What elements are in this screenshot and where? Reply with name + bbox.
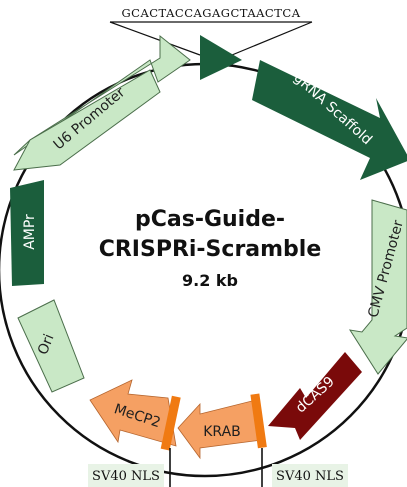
nls-left-badge bbox=[88, 464, 164, 487]
plasmid-title-line1: pCas-Guide- bbox=[135, 207, 285, 232]
krab-feature: KRAB bbox=[177, 399, 263, 460]
mecp2-feature: MeCP2 bbox=[89, 379, 177, 447]
ampr-label: AMPr bbox=[22, 214, 38, 250]
grna-scaffold-feature: gRNA Scaffold bbox=[252, 60, 407, 180]
guide-sequence: GCACTACCAGAGCTAACTCA bbox=[121, 6, 300, 20]
krab-label: KRAB bbox=[203, 424, 241, 440]
sequence-pointer-left bbox=[109, 21, 201, 56]
dcas9-feature: dCAS9 bbox=[268, 352, 362, 440]
nls-right-label: SV40 NLS bbox=[276, 469, 344, 484]
plasmid-size: 9.2 kb bbox=[182, 271, 238, 290]
u6-promoter-feature: U6 Promoter bbox=[13, 34, 191, 171]
ampr-feature: AMPr bbox=[10, 180, 44, 286]
nls-marker-left bbox=[160, 395, 181, 451]
nls-marker-right bbox=[250, 393, 267, 449]
ori-feature: Ori bbox=[17, 299, 85, 393]
plasmid-title-line2: CRISPRi-Scramble bbox=[99, 237, 322, 262]
sequence-pointer-right bbox=[231, 21, 313, 56]
guide-insert-triangle bbox=[200, 35, 242, 80]
cmv-promoter-feature: CMV Promoter bbox=[348, 199, 407, 375]
ori-label: Ori bbox=[35, 332, 58, 357]
nls-right-badge bbox=[272, 464, 348, 487]
nls-left-label: SV40 NLS bbox=[92, 469, 160, 484]
